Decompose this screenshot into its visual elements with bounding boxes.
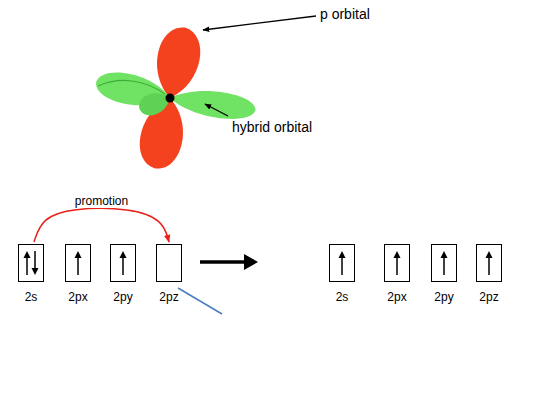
orbital-box: 2s bbox=[329, 244, 355, 282]
electron-arrowhead bbox=[75, 251, 82, 258]
electron-arrowhead bbox=[32, 268, 39, 275]
orbital-label: 2s bbox=[336, 290, 349, 304]
hybrid-orbital-label: hybrid orbital bbox=[232, 119, 312, 135]
electron-arrowhead bbox=[486, 251, 493, 258]
electron-arrowhead bbox=[394, 251, 401, 258]
orbital-box: 2py bbox=[110, 244, 136, 282]
electron-arrowhead bbox=[441, 251, 448, 258]
orbital-box: 2px bbox=[384, 244, 410, 282]
hybrid-orbital bbox=[93, 67, 257, 122]
electron-arrows bbox=[432, 245, 456, 281]
electron-arrowhead bbox=[24, 251, 31, 258]
electron-arrows bbox=[19, 245, 43, 281]
orbital-label: 2py bbox=[434, 290, 453, 304]
orbital-box: 2py bbox=[431, 244, 457, 282]
reaction-arrow bbox=[200, 260, 246, 264]
electron-arrows bbox=[66, 245, 90, 281]
leader-arrow bbox=[205, 104, 228, 116]
electron-arrows bbox=[157, 245, 181, 281]
electron-arrowhead bbox=[120, 251, 127, 258]
blue-line bbox=[178, 288, 222, 314]
orbital-label: 2s bbox=[25, 290, 38, 304]
orbital-box: 2px bbox=[65, 244, 91, 282]
orbital-label: 2py bbox=[113, 290, 132, 304]
hybrid-lobe bbox=[168, 85, 257, 123]
orbital-box: 2s bbox=[18, 244, 44, 282]
orbital-label: 2px bbox=[387, 290, 406, 304]
electron-arrows bbox=[477, 245, 501, 281]
orbital-box: 2pz bbox=[476, 244, 502, 282]
orbital-box: 2pz bbox=[156, 244, 182, 282]
orbital-label: 2pz bbox=[479, 290, 498, 304]
nucleus-dot bbox=[166, 94, 175, 103]
orbital-label: 2px bbox=[68, 290, 87, 304]
p-orbital-label: p orbital bbox=[320, 6, 370, 22]
orbital-label: 2pz bbox=[159, 290, 178, 304]
hybrid-lobe bbox=[136, 88, 174, 119]
leader-arrow bbox=[203, 16, 316, 30]
lobe-edge bbox=[98, 80, 165, 94]
electron-arrows bbox=[330, 245, 354, 281]
reaction-arrowhead bbox=[244, 254, 258, 270]
electron-arrows bbox=[385, 245, 409, 281]
promotion-arrow bbox=[34, 208, 169, 242]
electron-arrows bbox=[111, 245, 135, 281]
electron-arrowhead bbox=[339, 251, 346, 258]
edge-label: promotion bbox=[73, 194, 130, 208]
